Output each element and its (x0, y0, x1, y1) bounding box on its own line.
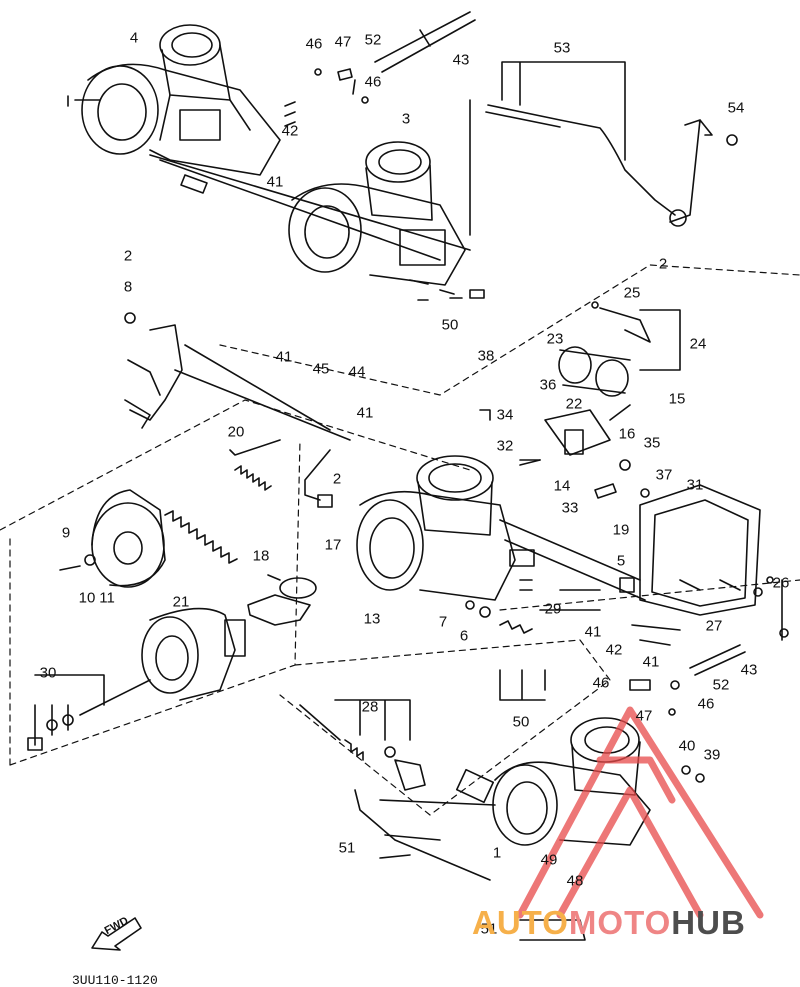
callout-54: 54 (727, 99, 745, 117)
callout-13: 13 (363, 610, 381, 628)
callout-49: 49 (540, 851, 558, 869)
fuel-pipes-top (284, 11, 476, 127)
callout-38: 38 (477, 347, 495, 365)
callout-46: 46 (305, 35, 323, 53)
callout-47: 47 (635, 707, 653, 725)
callout-43: 43 (740, 661, 758, 679)
callout-11: 11 (99, 589, 115, 607)
callout-27: 27 (705, 617, 723, 635)
callout-2: 2 (332, 470, 342, 488)
callout-39: 39 (703, 746, 721, 764)
callout-41: 41 (266, 173, 284, 191)
callout-4: 4 (129, 29, 139, 47)
callout-42: 42 (605, 641, 623, 659)
callout-19: 19 (612, 521, 630, 539)
callout-29: 29 (544, 600, 562, 618)
callout-20: 20 (227, 423, 245, 441)
callout-6: 6 (459, 627, 469, 645)
callout-30: 30 (39, 664, 57, 682)
carburetor-assembly-1 (354, 717, 705, 941)
callout-16: 16 (618, 425, 636, 443)
pilot-screw-28 (299, 699, 426, 791)
callout-46: 46 (697, 695, 715, 713)
callout-52: 52 (364, 31, 382, 49)
callout-25: 25 (623, 284, 641, 302)
watermark-text: AUTOMOTOHUB (472, 904, 746, 942)
watermark-part2: MOTO (568, 904, 672, 941)
callout-9: 9 (61, 524, 71, 542)
callout-34: 34 (496, 406, 514, 424)
callout-18: 18 (252, 547, 270, 565)
callout-41: 41 (275, 348, 293, 366)
callout-1: 1 (492, 844, 502, 862)
callout-41: 41 (584, 623, 602, 641)
callout-17: 17 (324, 536, 342, 554)
callout-36: 36 (539, 376, 557, 394)
callout-5: 5 (616, 552, 626, 570)
callout-41: 41 (642, 653, 660, 671)
callout-10: 10 (78, 589, 96, 607)
callout-51: 51 (480, 920, 498, 938)
callout-8: 8 (123, 278, 133, 296)
callout-52: 52 (712, 676, 730, 694)
callout-51: 51 (338, 839, 356, 857)
callout-2: 2 (123, 247, 133, 265)
callout-45: 45 (312, 360, 330, 378)
callout-32: 32 (496, 437, 514, 455)
callout-46: 46 (592, 674, 610, 692)
callout-28: 28 (361, 698, 379, 716)
forward-arrow-icon (91, 917, 142, 951)
diagram-code: 3UU110-1120 (72, 973, 158, 987)
callout-46: 46 (364, 73, 382, 91)
watermark-logo-icon (516, 706, 764, 919)
bracket-54 (669, 119, 738, 223)
callout-37: 37 (655, 466, 673, 484)
callout-22: 22 (565, 395, 583, 413)
callout-41: 41 (356, 404, 374, 422)
callout-43: 43 (452, 51, 470, 69)
callout-31: 31 (686, 476, 704, 494)
callout-33: 33 (561, 499, 579, 517)
piston-valve-21 (27, 607, 246, 751)
watermark-part1: AUTO (472, 904, 569, 941)
carburetor-body-main (304, 409, 646, 601)
carburetor-assembly-3 (288, 99, 485, 301)
callout-50: 50 (441, 316, 459, 334)
dashed-outlines (0, 264, 800, 816)
mounting-bracket-8 (124, 312, 351, 441)
callout-2: 2 (658, 255, 668, 273)
needle-holder-18 (247, 574, 317, 626)
carburetor-assembly-4 (67, 24, 471, 261)
callout-40: 40 (678, 737, 696, 755)
callout-21: 21 (172, 593, 190, 611)
callout-50: 50 (512, 713, 530, 731)
callout-44: 44 (348, 363, 366, 381)
callout-24: 24 (689, 335, 707, 353)
callout-53: 53 (553, 39, 571, 57)
float-chamber-19 (639, 484, 789, 641)
callout-3: 3 (401, 110, 411, 128)
callout-47: 47 (334, 33, 352, 51)
callout-23: 23 (546, 330, 564, 348)
callout-15: 15 (668, 390, 686, 408)
callout-42: 42 (281, 122, 299, 140)
lower-small-parts (465, 577, 746, 716)
callout-7: 7 (438, 613, 448, 631)
callout-26: 26 (772, 574, 790, 592)
callout-35: 35 (643, 434, 661, 452)
float-assembly-22 (558, 301, 681, 397)
diaphragm-cover-11 (59, 489, 166, 588)
callout-14: 14 (553, 477, 571, 495)
callout-48: 48 (566, 872, 584, 890)
float-bracket-36 (519, 404, 650, 499)
throttle-cable-53 (485, 61, 687, 227)
spring-20 (164, 439, 281, 564)
watermark-part3: HUB (671, 904, 746, 941)
